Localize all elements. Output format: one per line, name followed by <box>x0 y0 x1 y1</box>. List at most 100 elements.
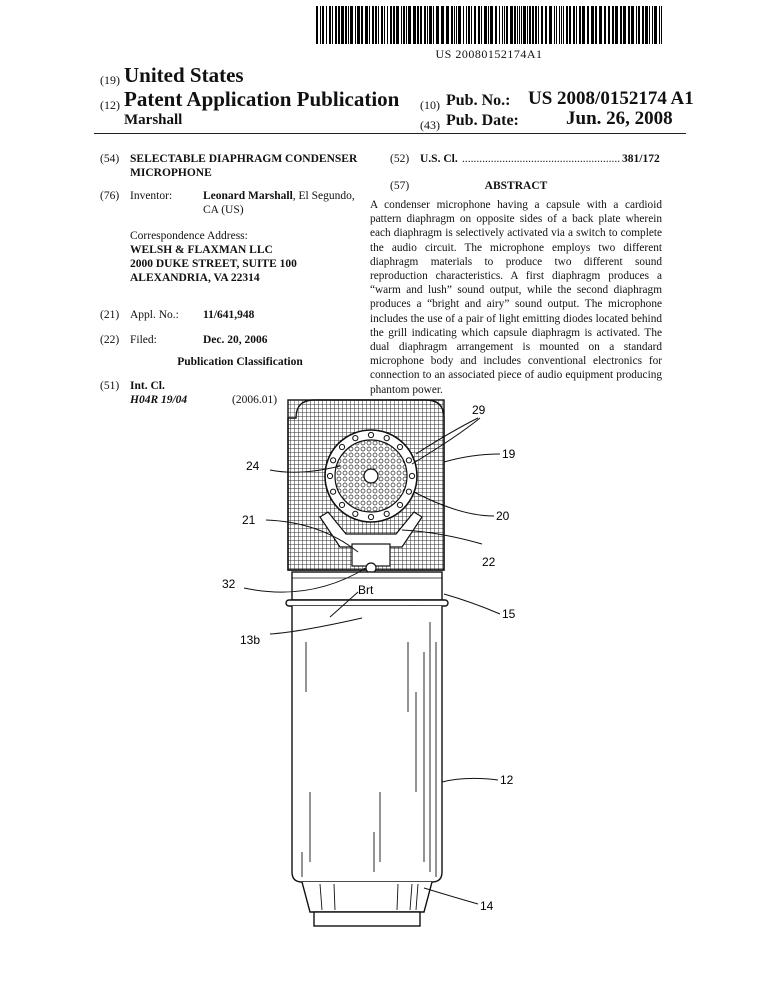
barcode-bar <box>554 6 555 44</box>
barcode-bar <box>620 6 622 44</box>
barcode-bar <box>471 6 472 44</box>
barcode-bar <box>403 6 405 44</box>
barcode-bar <box>628 6 630 44</box>
capsule-screw-hole <box>352 510 359 517</box>
country: United States <box>124 63 244 87</box>
barcode-bar <box>488 6 489 44</box>
title-code: (54) <box>100 153 120 165</box>
barcode-bar <box>417 6 419 44</box>
barcode-bar <box>413 6 416 44</box>
body-shading <box>301 622 437 877</box>
barcode-bar <box>649 6 650 44</box>
barcode-bar <box>645 6 648 44</box>
capsule-screw-hole <box>352 435 359 442</box>
barcode-bar <box>556 6 557 44</box>
barcode-bar <box>521 6 522 44</box>
pub-date: Jun. 26, 2008 <box>566 108 673 129</box>
barcode-bar <box>369 6 370 44</box>
barcode-bar <box>355 6 356 44</box>
capsule-screws <box>326 431 416 521</box>
inventor-code: (76) <box>100 190 120 202</box>
capsule-screw-hole <box>367 513 375 521</box>
barcode-bar <box>393 6 395 44</box>
barcode-bar <box>390 6 392 44</box>
barcode-bar <box>454 6 455 44</box>
collar <box>291 571 443 601</box>
inventor-surname: Marshall <box>124 112 183 128</box>
barcode-bar <box>517 6 518 44</box>
barcode-bar <box>529 6 531 44</box>
barcode-bar <box>316 6 318 44</box>
capsule-screw-hole <box>383 510 390 517</box>
uscl-dots: ........................................… <box>462 153 620 165</box>
code-19: (19) <box>100 73 120 87</box>
barcode-bar <box>559 6 560 44</box>
ref-label-12: 12 <box>500 773 514 787</box>
pub-no-label: Pub. No.: <box>446 92 511 109</box>
barcode <box>316 6 662 44</box>
barcode-bar <box>381 6 383 44</box>
barcode-bar <box>332 6 333 44</box>
barcode-bar <box>433 6 434 44</box>
barcode-bar <box>456 6 457 44</box>
capsule-screw-hole <box>405 457 412 464</box>
barcode-bar <box>401 6 402 44</box>
barcode-bar <box>631 6 634 44</box>
abstract-code: (57) <box>390 180 410 192</box>
code-10: (10) <box>420 98 440 112</box>
barcode-bar <box>510 6 513 44</box>
barcode-bar <box>527 6 528 44</box>
correspondence-line-3: ALEXANDRIA, VA 22314 <box>130 272 260 284</box>
correspondence-label: Correspondence Address: <box>130 230 248 242</box>
barcode-bar <box>478 6 480 44</box>
barcode-bar <box>587 6 589 44</box>
barcode-bar <box>320 6 321 44</box>
intcl-label: Int. Cl. <box>130 380 165 392</box>
barcode-bar <box>514 6 516 44</box>
appl-code: (21) <box>100 309 120 321</box>
capsule-screw-hole <box>367 431 375 439</box>
barcode-bar <box>326 6 327 44</box>
barcode-bar <box>375 6 377 44</box>
barcode-bar <box>357 6 360 44</box>
barcode-bar <box>387 6 388 44</box>
ref-label-21: 21 <box>242 513 256 527</box>
barcode-bar <box>652 6 653 44</box>
barcode-bar <box>441 6 444 44</box>
barcode-bar <box>329 6 331 44</box>
capsule-screw-hole <box>396 443 404 451</box>
ref-label-15: 15 <box>502 607 516 621</box>
uscl-label: U.S. Cl. <box>420 153 458 165</box>
barcode-bar <box>481 6 482 44</box>
capsule-screw-hole <box>330 457 337 464</box>
barcode-bar <box>348 6 349 44</box>
code-43: (43) <box>420 118 440 132</box>
barcode-bar <box>420 6 422 44</box>
barcode-bar <box>519 6 520 44</box>
barcode-bar <box>599 6 602 44</box>
abstract-heading: ABSTRACT <box>484 180 548 192</box>
barcode-bar <box>642 6 644 44</box>
barcode-bar <box>424 6 426 44</box>
barcode-bar <box>365 6 368 44</box>
ref-label-22: 22 <box>482 555 496 569</box>
collar-ring <box>285 599 449 607</box>
barcode-bar <box>466 6 467 44</box>
barcode-bar <box>576 6 577 44</box>
ref-label-19: 19 <box>502 447 516 461</box>
capsule-screw-hole <box>405 488 412 495</box>
barcode-bar <box>484 6 487 44</box>
barcode-bar <box>406 6 407 44</box>
barcode-bar <box>615 6 618 44</box>
barcode-bar <box>636 6 637 44</box>
intcl-code: (51) <box>100 380 120 392</box>
capsule-screw-hole <box>408 472 416 480</box>
barcode-bar <box>322 6 324 44</box>
barcode-bar <box>654 6 657 44</box>
uscl-code: (52) <box>390 153 410 165</box>
barcode-bar <box>591 6 594 44</box>
barcode-bar <box>446 6 449 44</box>
barcode-bar <box>468 6 470 44</box>
barcode-bar <box>569 6 571 44</box>
barcode-bar <box>579 6 581 44</box>
